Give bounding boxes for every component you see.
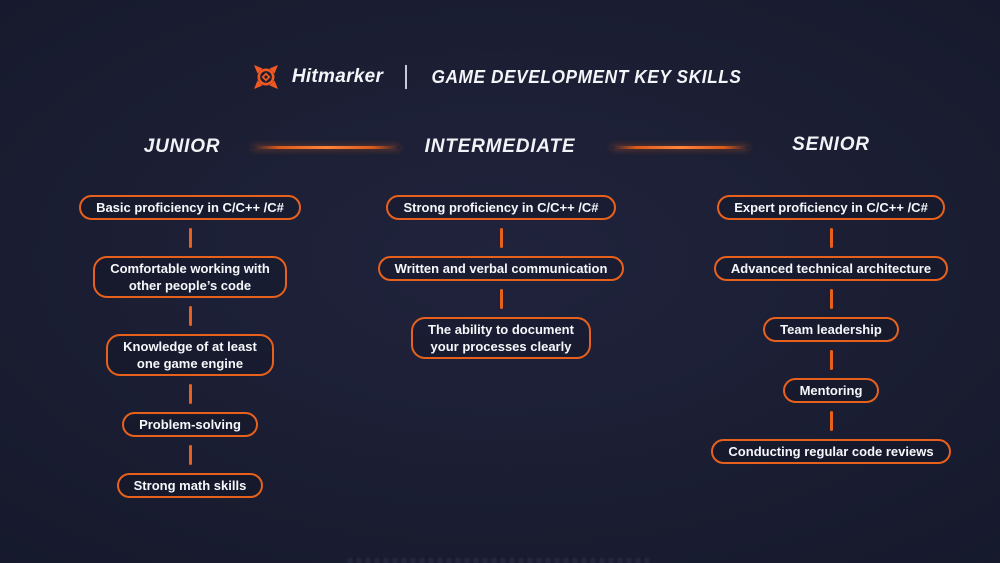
cropped-footer-text-artifact	[347, 558, 653, 563]
brand-header: Hitmarker GAME DEVELOPMENT KEY SKILLS	[0, 60, 1000, 94]
skill-box: Advanced technical architecture	[713, 256, 949, 281]
level-divider-line	[252, 146, 400, 149]
connector-line	[499, 228, 503, 248]
skill-box: Strong proficiency in C/C++ /C#	[386, 195, 616, 220]
level-divider-line	[611, 146, 749, 149]
skill-box: Team leadership	[763, 317, 899, 342]
skill-column-intermediate: Strong proficiency in C/C++ /C# Written a…	[361, 195, 641, 359]
skill-box: Strong math skills	[116, 473, 264, 498]
skill-box: Knowledge of at least one game engine	[106, 334, 274, 376]
level-label-senior: SENIOR	[792, 134, 870, 155]
connector-line	[829, 350, 833, 370]
hitmarker-crosshair-icon	[252, 63, 280, 91]
connector-line	[499, 289, 503, 309]
skill-box: Expert proficiency in C/C++ /C#	[717, 195, 945, 220]
level-label-junior: JUNIOR	[143, 136, 221, 157]
skill-box: Problem-solving	[122, 412, 258, 437]
connector-line	[829, 411, 833, 431]
connector-line	[188, 306, 192, 326]
page-title: GAME DEVELOPMENT KEY SKILLS	[431, 66, 742, 87]
skill-box: Mentoring	[782, 378, 880, 403]
skill-box: Comfortable working with other people’s …	[93, 256, 287, 298]
connector-line	[188, 445, 192, 465]
header-divider	[405, 65, 408, 89]
skill-column-junior: Basic proficiency in C/C++ /C# Comfortabl…	[50, 195, 330, 498]
skill-box: Written and verbal communication	[377, 256, 625, 281]
connector-line	[188, 228, 192, 248]
skill-box: Basic proficiency in C/C++ /C#	[79, 195, 301, 220]
level-label-intermediate: INTERMEDIATE	[424, 136, 576, 157]
skill-column-senior: Expert proficiency in C/C++ /C# Advanced …	[691, 195, 971, 464]
skill-box: Conducting regular code reviews	[711, 439, 951, 464]
brand-name: Hitmarker	[291, 66, 384, 87]
connector-line	[188, 384, 192, 404]
connector-line	[829, 289, 833, 309]
connector-line	[829, 228, 833, 248]
skill-box: The ability to document your processes c…	[411, 317, 591, 359]
